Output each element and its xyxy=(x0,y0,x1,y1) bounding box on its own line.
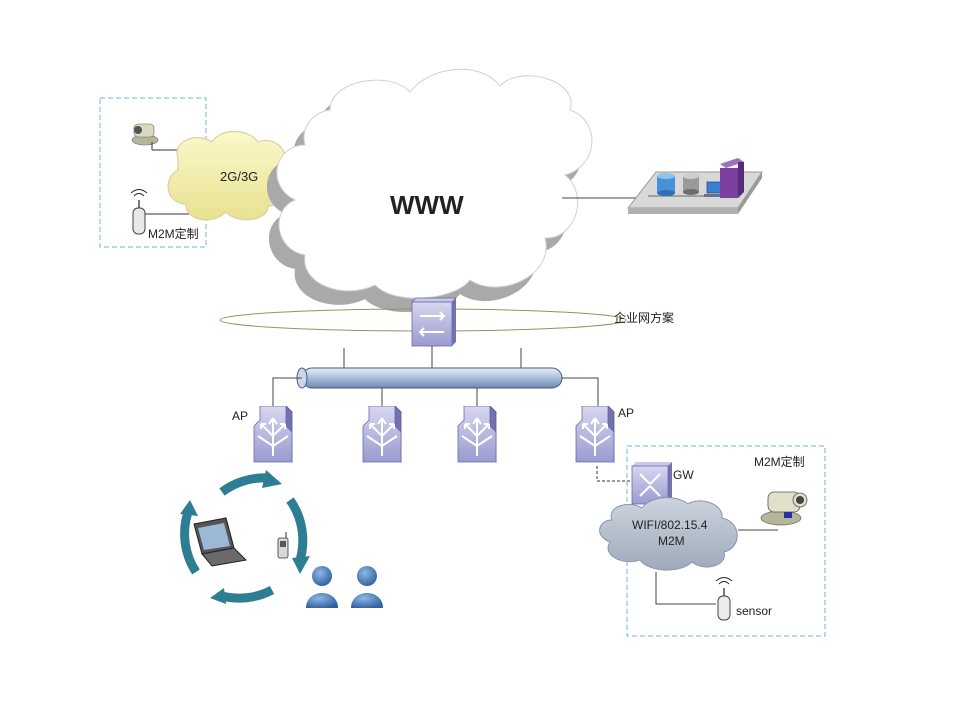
www-label: WWW xyxy=(390,190,464,220)
database-icon xyxy=(657,173,675,196)
access-point-3 xyxy=(457,406,497,463)
roaming-cycle-arrowheads xyxy=(180,470,310,604)
wifi-m2m-cloud xyxy=(599,497,738,571)
sensor-label: sensor xyxy=(736,604,772,618)
enterprise-label: 企业网方案 xyxy=(614,310,674,325)
gateway-label: GW xyxy=(673,468,694,482)
user-icon xyxy=(306,566,338,608)
access-point-4 xyxy=(575,406,615,463)
access-point-2 xyxy=(362,406,402,463)
internet-cloud xyxy=(266,68,593,313)
ap-label-left: AP xyxy=(232,409,248,423)
core-switch-icon xyxy=(411,297,457,347)
mobile-phone-icon xyxy=(277,532,289,559)
mobile-cloud-label: 2G/3G xyxy=(220,169,258,184)
user-icon xyxy=(351,566,383,608)
laptop-icon xyxy=(193,517,248,567)
antenna-sensor-icon xyxy=(130,189,190,235)
ap-gateway-link xyxy=(596,466,630,482)
camera-icon xyxy=(131,123,178,151)
access-point-1 xyxy=(253,406,293,463)
roaming-cycle-arrows xyxy=(180,473,308,603)
top-left-m2m-label: M2M定制 xyxy=(148,226,199,241)
server-tower-icon xyxy=(720,158,744,198)
storage-icon xyxy=(683,173,699,195)
backbone-bus xyxy=(296,367,563,389)
wifi-cloud-line1: WIFI/802.15.4 xyxy=(632,518,708,532)
surveillance-camera-icon xyxy=(760,491,808,526)
wifi-cloud-line2: M2M xyxy=(658,534,685,548)
ap-drop-lines xyxy=(272,377,599,408)
ap-label-right: AP xyxy=(618,406,634,420)
m2m-box-label: M2M定制 xyxy=(754,454,805,469)
sensor-antenna-icon xyxy=(715,577,733,621)
sensor-link xyxy=(655,572,716,605)
